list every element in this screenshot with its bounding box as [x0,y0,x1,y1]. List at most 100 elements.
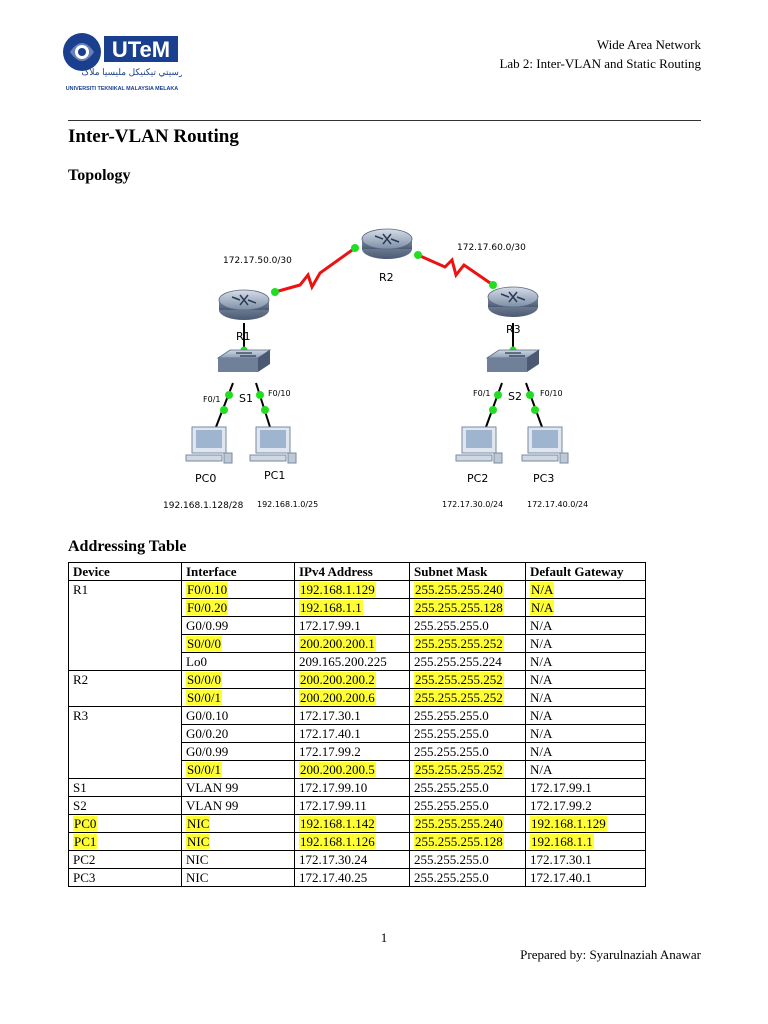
table-cell-gateway: N/A [525,724,646,743]
cell-text: 255.255.255.128 [414,600,504,615]
table-cell-gateway: 172.17.99.2 [525,796,646,815]
table-cell-gateway: 172.17.30.1 [525,850,646,869]
cell-text: N/A [530,618,553,633]
page-number: 1 [380,930,388,945]
table-cell-device: PC1 [68,832,182,851]
cell-text: PC1 [73,834,98,849]
table-cell-mask: 255.255.255.0 [409,616,526,635]
table-cell-device [68,760,182,779]
logo-subtitle: UNIVERSITI TEKNIKAL MALAYSIA MELAKA [66,86,179,92]
port-label-s1-f0-1: F0/1 [203,395,220,404]
table-row: G0/0.99 172.17.99.1 255.255.255.0 N/A [68,616,646,635]
pc3-icon [521,426,569,464]
table-cell-gateway: N/A [525,670,646,689]
cell-text: 255.255.255.0 [414,726,489,741]
cell-text: R3 [73,708,89,723]
table-cell-interface: NIC [181,850,295,869]
table-cell-device [68,616,182,635]
table-cell-ip: 172.17.30.1 [294,706,410,725]
table-cell-gateway: N/A [525,580,646,599]
table-cell-interface: S0/0/1 [181,688,295,707]
table-cell-ip: 172.17.40.1 [294,724,410,743]
cell-text: 172.17.30.1 [299,708,361,723]
table-cell-ip: 200.200.200.2 [294,670,410,689]
pc1-network-label: 192.168.1.0/25 [257,500,318,509]
logo-wordmark: UTeM [112,37,170,62]
addressing-table-heading: Addressing Table [68,538,187,555]
table-cell-gateway: N/A [525,652,646,671]
cell-text: F0/0.10 [186,582,229,597]
cell-text: 255.255.255.224 [414,654,502,669]
table-cell-interface: VLAN 99 [181,796,295,815]
table-cell-ip: 172.17.99.10 [294,778,410,797]
pc3-label: PC3 [533,472,554,485]
cell-text: NIC [186,870,209,885]
table-cell-gateway: N/A [525,616,646,635]
table-cell-mask: 255.255.255.252 [409,760,526,779]
table-cell-interface: G0/0.10 [181,706,295,725]
table-cell-mask: 255.255.255.252 [409,634,526,653]
cell-text: 192.168.1.142 [299,816,376,831]
table-cell-interface: G0/0.20 [181,724,295,743]
cell-text: S0/0/0 [186,636,222,651]
table-cell-mask: 255.255.255.240 [409,580,526,599]
table-header-row: Device Interface IPv4 Address Subnet Mas… [68,562,646,581]
cell-text: 255.255.255.0 [414,798,489,813]
prepared-by: Prepared by: Syarulnaziah Anawar [520,947,701,962]
cell-text: N/A [530,690,553,705]
cell-text: 255.255.255.252 [414,690,504,705]
switch-s2-label: S2 [508,390,522,403]
cell-text: 172.17.99.1 [299,618,361,633]
cell-text: VLAN 99 [186,780,239,795]
router-r3-label: R3 [506,323,521,336]
table-cell-interface: F0/0.20 [181,598,295,617]
cell-text: S0/0/0 [186,672,222,687]
table-cell-device: S2 [68,796,182,815]
cell-text: 209.165.200.225 [299,654,387,669]
column-header-subnet-mask: Subnet Mask [409,562,526,581]
table-cell-device: R3 [68,706,182,725]
cell-text: N/A [530,636,553,651]
table-cell-gateway: 172.17.40.1 [525,868,646,887]
table-cell-ip: 172.17.99.2 [294,742,410,761]
cell-text: NIC [186,852,209,867]
cell-text: 200.200.200.1 [299,636,376,651]
table-cell-mask: 255.255.255.0 [409,706,526,725]
table-cell-mask: 255.255.255.0 [409,850,526,869]
cell-text: N/A [530,672,553,687]
pc2-network-label: 172.17.30.0/24 [442,500,503,509]
table-cell-ip: 192.168.1.129 [294,580,410,599]
header-course: Wide Area Network [596,37,701,52]
cell-text: 192.168.1.1 [530,834,594,849]
link-s2-pc3 [525,382,543,428]
table-cell-ip: 172.17.99.11 [294,796,410,815]
table-cell-device: PC2 [68,850,182,869]
header-lab: Lab 2: Inter-VLAN and Static Routing [499,56,701,71]
cell-text: G0/0.99 [186,618,229,633]
cell-text: 255.255.255.0 [414,780,489,795]
net-label-r1-r2: 172.17.50.0/30 [223,256,292,266]
table-cell-device: R1 [68,580,182,599]
table-cell-interface: NIC [181,832,295,851]
table-cell-gateway: 192.168.1.1 [525,832,646,851]
cell-text: N/A [530,726,553,741]
table-cell-interface: F0/0.10 [181,580,295,599]
router-r1-label: R1 [236,330,251,343]
cell-text: 255.255.255.128 [414,834,504,849]
port-label-s1-f0-10: F0/10 [268,389,291,398]
table-cell-ip: 192.168.1.142 [294,814,410,833]
cell-text: G0/0.10 [186,708,229,723]
cell-text: 172.17.99.2 [299,744,361,759]
table-cell-interface: G0/0.99 [181,616,295,635]
cell-text: 172.17.40.1 [530,870,592,885]
table-cell-interface: S0/0/0 [181,634,295,653]
cell-text: 200.200.200.5 [299,762,376,777]
cell-text: 255.255.255.0 [414,618,489,633]
cell-text: 172.17.30.1 [530,852,592,867]
cell-text: 172.17.99.2 [530,798,592,813]
cell-text: VLAN 99 [186,798,239,813]
table-cell-gateway: N/A [525,706,646,725]
table-cell-gateway: N/A [525,742,646,761]
